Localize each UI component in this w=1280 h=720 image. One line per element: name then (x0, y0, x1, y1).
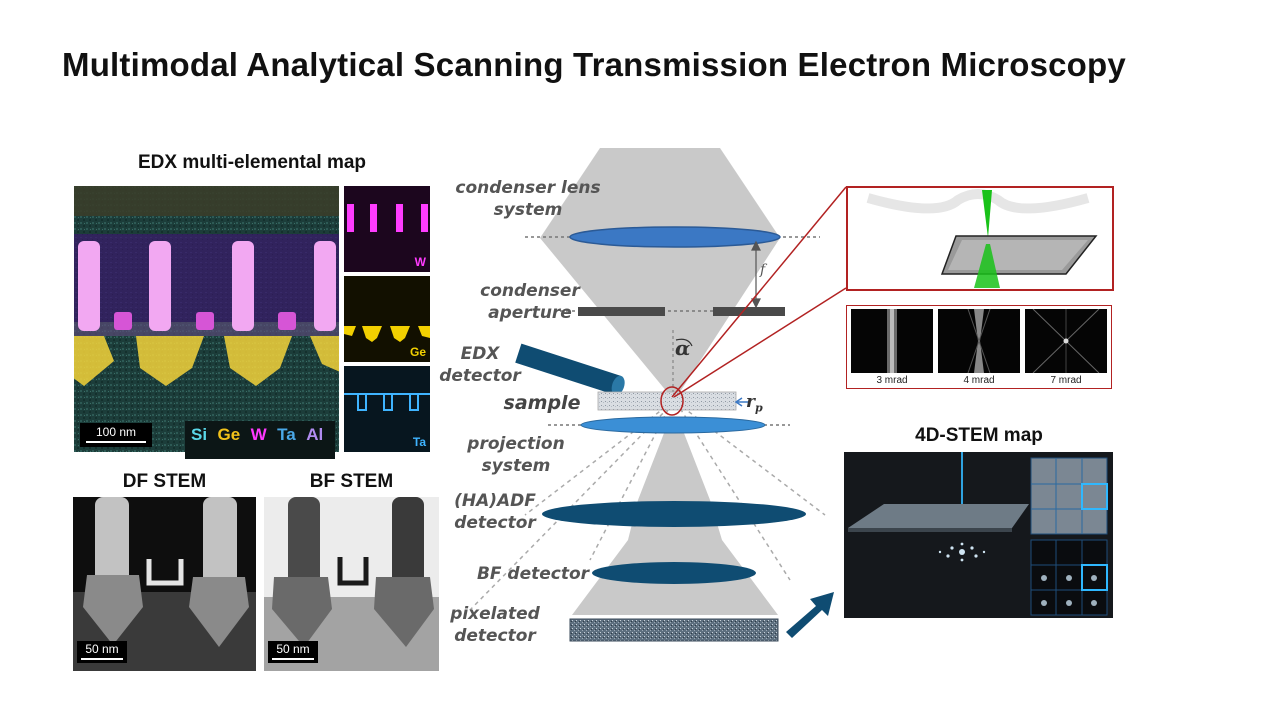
fourd-heading: 4D-STEM map (915, 425, 1043, 446)
fourd-arrow (786, 592, 834, 638)
w-map: W (344, 186, 430, 272)
edx-heading: EDX multi-elemental map (137, 152, 367, 173)
legend-ta: Ta (277, 425, 296, 444)
cbed-label-3mrad: 3 mrad (876, 375, 908, 386)
bf-scale-line (272, 658, 314, 660)
cbed-4mrad (938, 309, 1020, 373)
bf-detector (592, 562, 756, 584)
df-stem-image: 50 nm (73, 497, 256, 671)
df-heading: DF STEM (122, 471, 207, 492)
edx-scale-label: 100 nm (95, 425, 137, 439)
legend-ge: Ge (217, 425, 241, 444)
stem-column-diagram (469, 148, 826, 642)
cbed-3mrad (851, 309, 933, 373)
label-alpha: α (675, 336, 691, 360)
label-condenser-lens: condenser lens system (448, 177, 608, 221)
sample-slab (597, 391, 737, 411)
probe-spot (660, 386, 684, 416)
label-pixelated-text: pixelated detector (450, 604, 540, 646)
projection-lens (580, 416, 766, 434)
edx-scale-bar: 100 nm (80, 423, 152, 447)
label-edx-detector: EDX detector (430, 343, 530, 387)
bf-stem-image: 50 nm (264, 497, 439, 671)
label-rp-sub: p (754, 401, 763, 415)
bf-heading: BF STEM (309, 471, 394, 492)
edx-scale-line (86, 441, 146, 443)
edx-legend: Si Ge W Ta Al (185, 421, 336, 459)
cbed-label-7mrad: 7 mrad (1050, 375, 1082, 386)
label-rp: rp (746, 392, 763, 414)
cbed-label-4mrad: 4 mrad (963, 375, 995, 386)
fourd-stem-image (844, 452, 1113, 618)
label-sample: sample (503, 392, 581, 414)
legend-al: Al (306, 425, 324, 444)
illumination-beam (540, 148, 780, 398)
label-condenser-aperture-text: condenser aperture (480, 281, 580, 323)
condenser-lens (569, 226, 781, 248)
condenser-aperture (578, 307, 665, 316)
callout-lines (671, 186, 847, 398)
condenser-aperture-right (713, 307, 785, 316)
label-edx-detector-text: EDX detector (439, 344, 521, 386)
label-pixelated: pixelated detector (440, 603, 550, 647)
edx-detector-shape (515, 343, 625, 396)
bf-scale-label: 50 nm (276, 642, 310, 656)
ta-map: Ta (344, 366, 430, 452)
bf-scale-bar: 50 nm (268, 641, 318, 663)
label-haadf-text: (HA)ADF detector (454, 491, 536, 533)
probe-inset (846, 186, 1114, 291)
df-scale-bar: 50 nm (77, 641, 127, 663)
label-projection-text: projection system (467, 434, 565, 476)
label-f: f (760, 262, 766, 278)
label-projection: projection system (456, 433, 576, 477)
label-haadf: (HA)ADF detector (440, 490, 550, 534)
edx-main-map (74, 186, 339, 452)
label-bf-detector: BF detector (476, 564, 590, 584)
haadf-detector (542, 501, 806, 527)
legend-w: W (250, 425, 267, 444)
df-scale-line (81, 658, 123, 660)
legend-si: Si (191, 425, 208, 444)
ta-map-tag: Ta (412, 435, 426, 449)
ge-map: Ge (344, 276, 430, 362)
page-title: Multimodal Analytical Scanning Transmiss… (62, 46, 1126, 83)
pixelated-detector (569, 618, 779, 642)
label-rp-main: r (746, 392, 755, 412)
label-condenser-lens-text: condenser lens system (455, 178, 601, 220)
cbed-panel: 3 mrad 4 mrad 7 mrad (846, 305, 1112, 389)
ge-map-tag: Ge (409, 345, 426, 359)
label-condenser-aperture: condenser aperture (450, 280, 610, 324)
w-map-tag: W (414, 255, 426, 269)
df-scale-label: 50 nm (85, 642, 119, 656)
cbed-7mrad (1025, 309, 1107, 373)
